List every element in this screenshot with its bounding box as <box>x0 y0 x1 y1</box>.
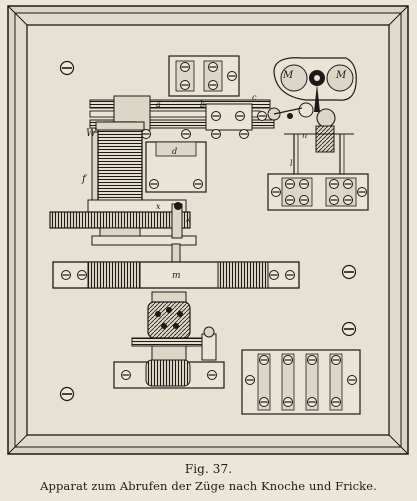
figure-number: Fig. 37. <box>184 462 233 476</box>
label-n1: n <box>302 131 307 140</box>
label-k1: k <box>186 215 191 224</box>
label-roller: m <box>172 271 181 281</box>
label-b1: b <box>200 100 205 109</box>
gear-assembly: x k <box>49 199 197 246</box>
lower-terminal-board <box>241 349 361 415</box>
indicator-dials: M M <box>273 57 357 153</box>
label-x1: x <box>156 202 161 211</box>
label-a1: a <box>156 100 161 109</box>
label-d1: d <box>172 147 177 156</box>
figure-caption: Apparat zum Abrufen der Züge nach Knoche… <box>40 479 377 493</box>
armature-plate: d <box>145 141 207 193</box>
label-c1: c <box>252 93 257 102</box>
label-spring: f <box>81 174 88 185</box>
apparatus-figure: M M n l <box>6 4 412 459</box>
lower-turret <box>113 291 225 389</box>
label-coil: W <box>86 128 97 139</box>
label-m1: M <box>282 70 294 81</box>
label-l1: l <box>290 159 293 168</box>
top-terminal-block <box>168 55 240 97</box>
roller-bar: m <box>52 261 300 289</box>
right-terminal-strip <box>267 173 369 211</box>
vertical-shaft <box>171 243 181 265</box>
label-m2: M <box>335 70 347 81</box>
